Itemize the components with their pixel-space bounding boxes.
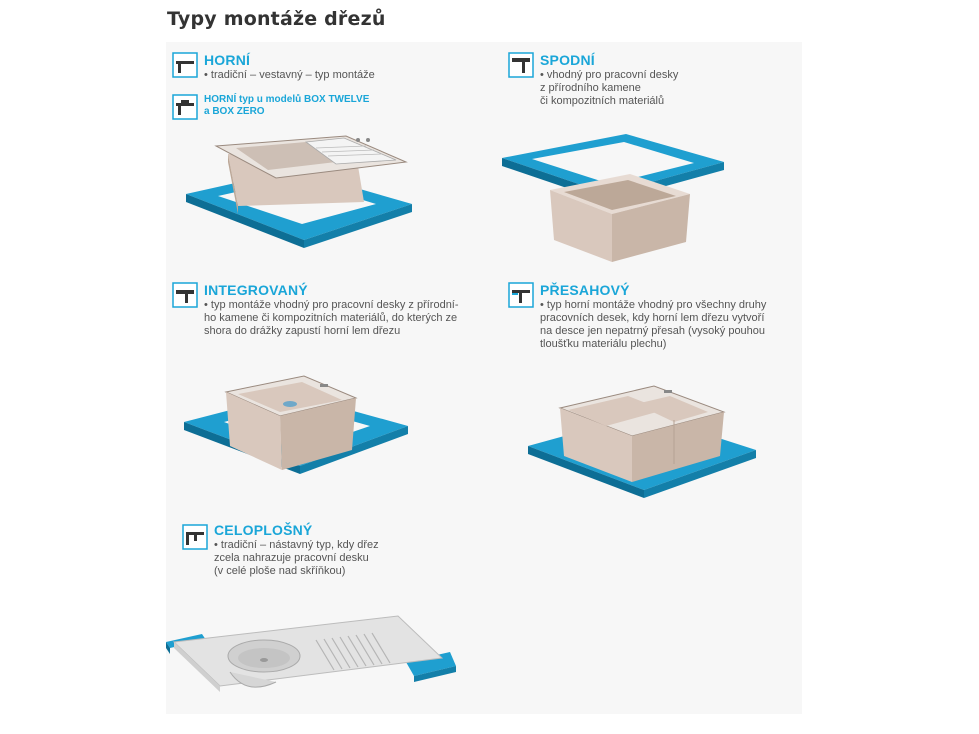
section-desc-celoplosny: • tradiční – nástavný typ, kdy dřez zcel…: [214, 539, 379, 577]
section-horni: HORNÍ • tradiční – vestavný – typ montáž…: [166, 42, 486, 272]
section-integrovany: INTEGROVANÝ • typ montáže vhodný pro pra…: [166, 274, 502, 504]
section-desc-integrovany: • typ montáže vhodný pro pracovní desky …: [204, 299, 459, 337]
integrovany-sink-illustration: [184, 375, 408, 474]
section-desc-horni: • tradiční – vestavný – typ montáže: [204, 69, 375, 81]
sit-on-mount-icon: [182, 524, 208, 550]
section-title-integrovany: INTEGROVANÝ: [204, 282, 308, 298]
undermount-icon: [508, 52, 534, 78]
section-title-horni: HORNÍ: [204, 52, 251, 68]
mounting-types-infographic: HORNÍ • tradiční – vestavný – typ montáž…: [166, 42, 802, 714]
section-title-presahovy: PŘESAHOVÝ: [540, 282, 630, 298]
section-subtitle-horni: HORNÍ typ u modelů BOX TWELVE a BOX ZERO: [204, 94, 370, 117]
page-title: Typy montáže dřezů: [167, 8, 386, 30]
section-presahovy: PŘESAHOVÝ • typ horní montáže vhodný pro…: [502, 274, 802, 524]
section-celoplosny: CELOPLOŠNÝ • tradiční – nástavný typ, kd…: [166, 516, 506, 714]
section-desc-spodni: • vhodný pro pracovní desky z přírodního…: [540, 69, 679, 107]
flush-mount-icon: [172, 282, 198, 308]
section-desc-presahovy: • typ horní montáže vhodný pro všechny d…: [540, 299, 767, 350]
section-spodni: SPODNÍ • vhodný pro pracovní desky z pří…: [502, 42, 802, 272]
overhang-mount-icon: [508, 282, 534, 308]
top-mount-box-icon: [172, 94, 198, 120]
horni-sink-illustration: [186, 135, 412, 248]
spodni-sink-illustration: [502, 134, 724, 262]
presahovy-sink-illustration: [528, 385, 756, 498]
celoplosny-sink-illustration: [166, 615, 456, 692]
section-title-celoplosny: CELOPLOŠNÝ: [214, 522, 313, 538]
top-mount-icon: [172, 52, 198, 78]
section-title-spodni: SPODNÍ: [540, 52, 595, 68]
